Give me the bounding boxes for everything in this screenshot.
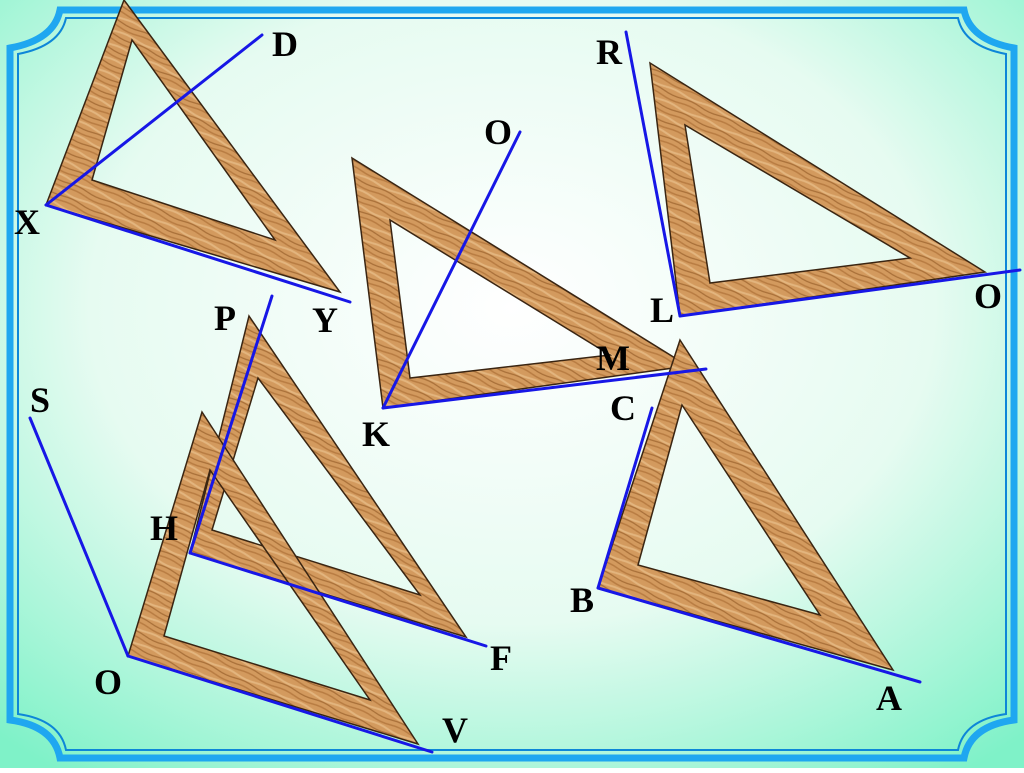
wood-triangle-b	[597, 338, 895, 672]
ray-bc	[596, 406, 654, 590]
label-k: K	[362, 414, 390, 454]
wood-triangle-k	[351, 156, 691, 409]
ray-hf	[188, 551, 488, 648]
point-labels: D X Y O K M R L O P H F S O V C B A	[14, 24, 1002, 750]
label-o-bottom: O	[94, 662, 122, 702]
label-f: F	[490, 638, 512, 678]
ray-ov	[126, 654, 434, 754]
ray-os	[28, 416, 130, 658]
ray-hp	[188, 294, 274, 555]
label-a: A	[876, 678, 902, 718]
label-r: R	[596, 32, 623, 72]
label-m: M	[596, 338, 630, 378]
label-h: H	[150, 508, 178, 548]
label-b: B	[570, 580, 594, 620]
label-l: L	[650, 290, 674, 330]
label-p: P	[214, 298, 236, 338]
ray-xd	[44, 33, 264, 207]
ray-lo	[678, 268, 1022, 318]
label-o-right: O	[974, 276, 1002, 316]
label-v: V	[442, 710, 468, 750]
label-y: Y	[312, 300, 338, 340]
label-d: D	[272, 24, 298, 64]
wood-triangle-x	[45, 0, 342, 294]
slide-frame	[6, 6, 1018, 762]
ray-xy	[44, 203, 352, 304]
label-x: X	[14, 202, 40, 242]
ray-lr	[624, 30, 682, 318]
label-c: C	[610, 388, 636, 428]
label-o-top: O	[484, 112, 512, 152]
ray-ba	[596, 586, 922, 684]
ray-ko	[381, 130, 522, 410]
label-s: S	[30, 380, 50, 420]
ray-km	[381, 367, 708, 410]
